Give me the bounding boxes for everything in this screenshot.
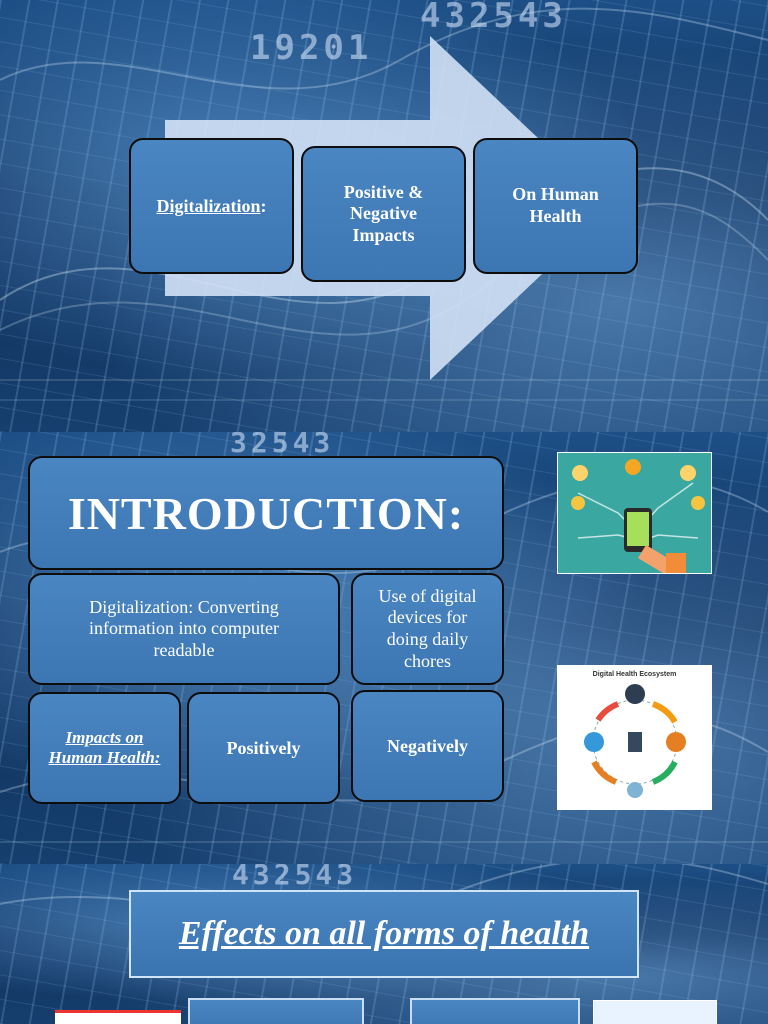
content-box-1 <box>188 998 364 1024</box>
negatively-text: Negatively <box>387 735 468 756</box>
daily-use-text: Use of digital devices for doing daily c… <box>378 585 477 671</box>
background-digits: 19201 <box>250 28 373 68</box>
introduction-title: INTRODUCTION: <box>67 487 465 539</box>
slide-1: 432543 19201 Digitalization: Positive & … <box>0 0 768 432</box>
image-thumbnail-right <box>593 1000 717 1024</box>
impacts-on-health-box: Impacts on Human Health: <box>28 692 181 804</box>
image-thumbnail-left <box>55 1010 181 1024</box>
definition-text: Digitalization: Converting information i… <box>89 596 279 660</box>
slide-2: 32543 INTRODUCTION: Digitalization: Conv… <box>0 432 768 864</box>
daily-use-box: Use of digital devices for doing daily c… <box>351 573 504 685</box>
positively-box: Positively <box>187 692 340 804</box>
background-digits: 432543 <box>232 864 358 891</box>
digitalization-label: Digitalization <box>156 195 261 216</box>
ecosystem-title: Digital Health Ecosystem <box>592 671 677 678</box>
negatively-box: Negatively <box>351 690 504 802</box>
content-box-2 <box>410 998 580 1024</box>
positively-text: Positively <box>226 737 301 758</box>
human-health-box: On Human Health <box>473 138 638 274</box>
impacts-box: Positive & Negative Impacts <box>301 146 466 282</box>
human-health-label: On Human Health <box>512 184 599 226</box>
background-digits: 32543 <box>230 432 335 459</box>
smartphone-illustration <box>557 452 712 574</box>
digital-health-ecosystem-diagram: Digital Health Ecosystem <box>557 665 712 810</box>
slide-3: 432543 Effects on all forms of health <box>0 864 768 1024</box>
effects-title: Effects on all forms of health <box>178 915 590 952</box>
impacts-label: Positive & Negative Impacts <box>343 181 424 245</box>
introduction-title-box: INTRODUCTION: <box>28 456 504 570</box>
definition-box: Digitalization: Converting information i… <box>28 573 340 685</box>
digitalization-box: Digitalization: <box>129 138 294 274</box>
colon: : <box>260 195 267 216</box>
background-digits: 432543 <box>420 0 567 36</box>
impacts-on-health-text: Impacts on Human Health: <box>48 727 161 767</box>
effects-title-box: Effects on all forms of health <box>129 890 639 978</box>
